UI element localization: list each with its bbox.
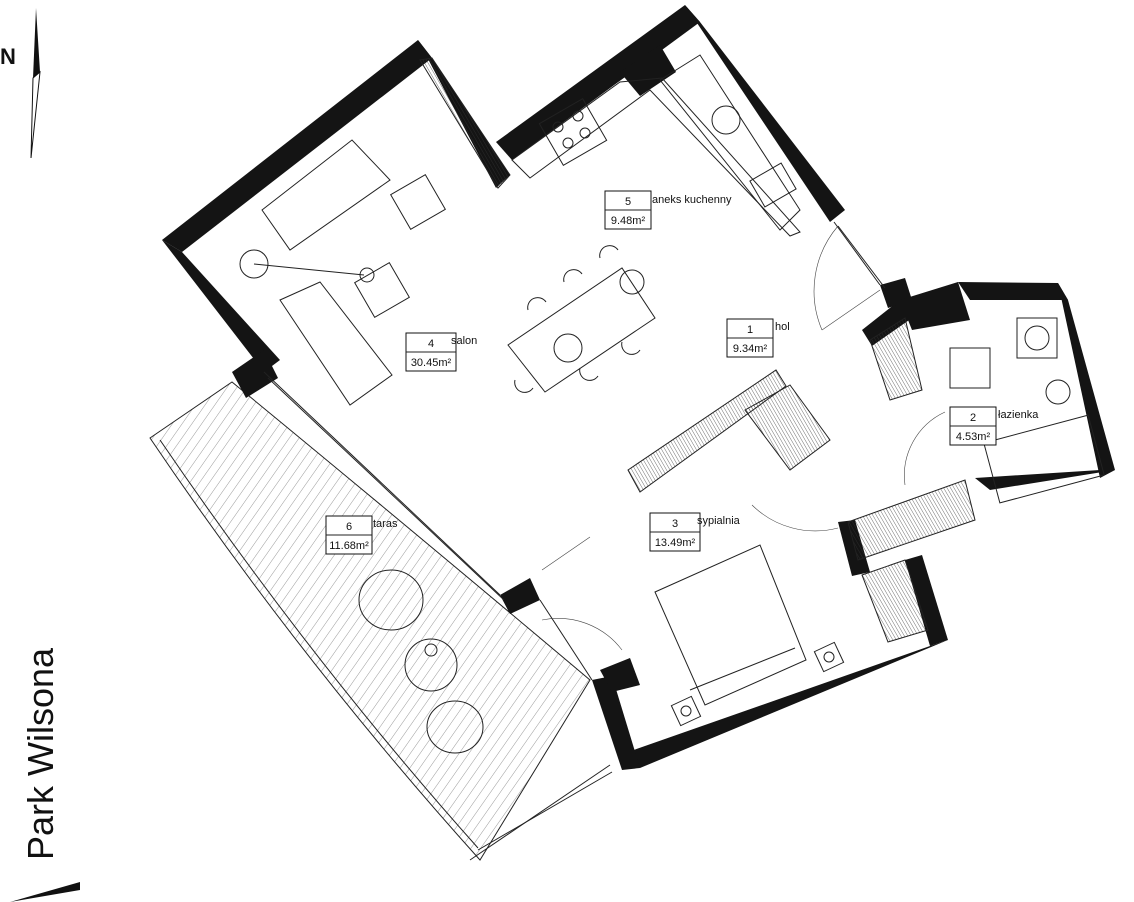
room-number: 2 (970, 412, 976, 424)
compass-needle-icon (30, 8, 41, 159)
room-area: 11.68m² (329, 540, 369, 552)
living-furniture (239, 139, 656, 406)
street-direction-mark (10, 882, 80, 902)
room-name: hol (775, 321, 790, 333)
room-name: łazienka (998, 409, 1039, 421)
room-area: 9.48m² (611, 215, 646, 227)
bedroom-furniture (654, 544, 845, 727)
room-number: 5 (625, 196, 631, 208)
room-name: taras (373, 518, 398, 530)
interior-lines (263, 54, 1105, 681)
room-area: 9.34m² (733, 343, 768, 355)
room-number: 4 (428, 338, 434, 350)
room-area: 30.45m² (411, 357, 452, 369)
room-number: 1 (747, 324, 753, 336)
room-name: aneks kuchenny (652, 194, 732, 206)
room-name: salon (451, 335, 477, 347)
room-area: 13.49m² (655, 537, 696, 549)
room-label-sypialnia: 3 13.49m² sypialnia (649, 512, 741, 552)
room-label-aneks-kuchenny: 5 9.48m² aneks kuchenny (604, 190, 732, 230)
room-number: 3 (672, 518, 678, 530)
room-number: 6 (346, 521, 352, 533)
room-label-taras: 6 11.68m² taras (325, 515, 398, 555)
room-label-hol: 1 9.34m² hol (726, 318, 790, 358)
north-label: N (0, 44, 16, 69)
room-label-lazienka: 2 4.53m² łazienka (949, 406, 1039, 446)
room-label-salon: 4 30.45m² salon (405, 332, 477, 372)
room-area: 4.53m² (956, 431, 991, 443)
room-name: sypialnia (697, 515, 741, 527)
terrace (149, 381, 613, 861)
